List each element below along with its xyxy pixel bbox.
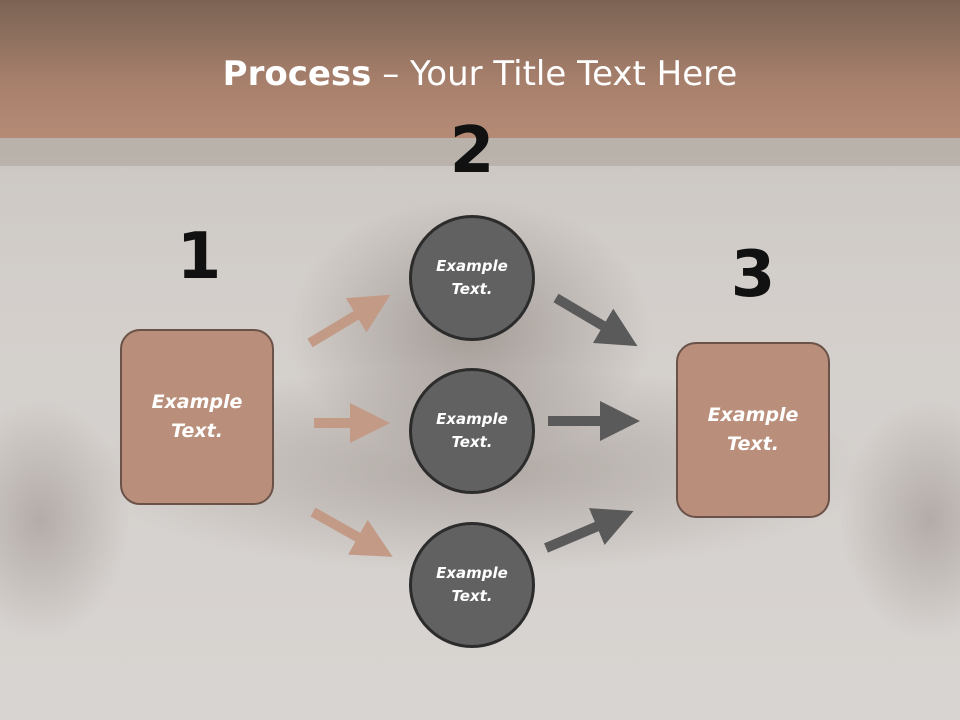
title-rest: Your Title Text Here xyxy=(410,54,738,94)
circle-bottom-line2: Text. xyxy=(451,587,493,605)
arrow-to-circle-top xyxy=(307,294,391,348)
circle-top-line2: Text. xyxy=(451,280,493,298)
step-number-3: 3 xyxy=(730,238,776,312)
circle-bottom: Example Text. xyxy=(409,522,535,648)
right-box-text: Example Text. xyxy=(693,401,813,459)
circle-top: Example Text. xyxy=(409,215,535,341)
circle-top-line1: Example xyxy=(436,257,508,275)
left-box-line2: Text. xyxy=(171,420,223,442)
arrow-from-circle-top xyxy=(553,293,638,347)
circle-bottom-text: Example Text. xyxy=(422,562,522,608)
title-bar-strip xyxy=(0,138,960,166)
left-box: Example Text. xyxy=(120,329,274,505)
circle-middle-line1: Example xyxy=(436,410,508,428)
title-bold: Process xyxy=(222,54,372,94)
title-dash: – xyxy=(382,54,400,94)
circle-top-text: Example Text. xyxy=(422,255,522,301)
circle-middle: Example Text. xyxy=(409,368,535,494)
arrow-to-circle-bottom xyxy=(310,507,393,557)
step-number-1: 1 xyxy=(176,220,222,294)
slide-title: Process – Your Title Text Here xyxy=(0,52,960,96)
left-box-text: Example Text. xyxy=(137,388,257,446)
circle-bottom-line1: Example xyxy=(436,564,508,582)
left-box-line1: Example xyxy=(151,391,243,413)
right-box: Example Text. xyxy=(676,342,830,518)
right-box-line1: Example xyxy=(707,404,799,426)
arrow-from-circle-bottom xyxy=(544,508,634,553)
right-box-line2: Text. xyxy=(727,433,779,455)
step-number-2: 2 xyxy=(449,114,495,188)
circle-middle-line2: Text. xyxy=(451,433,493,451)
circle-middle-text: Example Text. xyxy=(422,408,522,454)
title-bar xyxy=(0,0,960,138)
